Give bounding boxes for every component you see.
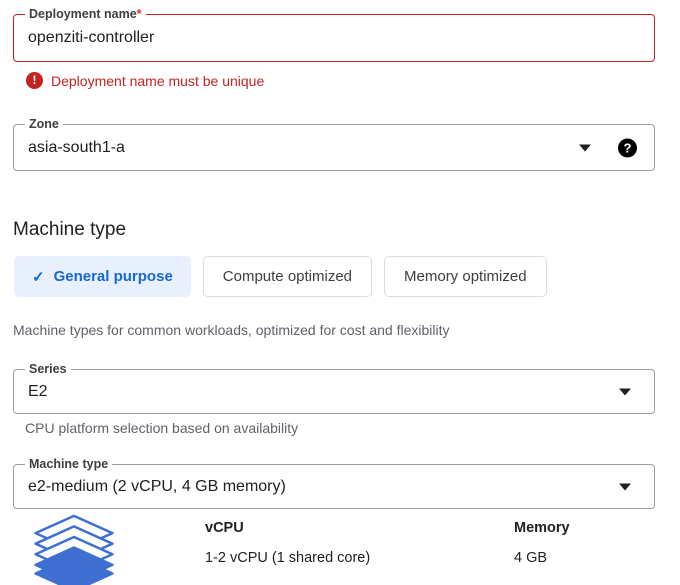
deployment-name-field[interactable]: Deployment name* openziti-controller (13, 7, 655, 62)
chip-memory-optimized[interactable]: Memory optimized (384, 256, 547, 297)
chip-compute-optimized-label: Compute optimized (222, 268, 353, 285)
chip-memory-optimized-label: Memory optimized (404, 268, 527, 285)
zone-field[interactable]: Zone asia-south1-a ? (13, 117, 655, 171)
check-icon: ✓ (32, 268, 45, 286)
stacked-layers-icon (34, 514, 114, 585)
chip-compute-optimized[interactable]: Compute optimized (202, 256, 373, 297)
help-circle-icon[interactable]: ? (618, 138, 637, 157)
zone-label: Zone (25, 117, 63, 132)
machine-family-chip-group: ✓ General purpose Compute optimized Memo… (14, 256, 547, 297)
zone-selected-value: asia-south1-a (28, 138, 125, 156)
series-label: Series (25, 362, 71, 377)
error-exclamation-icon: ! (26, 72, 43, 89)
required-asterisk: * (136, 7, 142, 21)
machine-type-section-heading: Machine type (13, 219, 127, 240)
series-helper-text: CPU platform selection based on availabi… (25, 420, 299, 436)
deployment-name-label-text: Deployment name (29, 7, 137, 21)
spec-header-memory: Memory (514, 520, 570, 536)
chip-general-purpose-label: General purpose (53, 268, 173, 285)
spec-value-memory: 4 GB (514, 550, 548, 566)
machine-type-field[interactable]: Machine type e2-medium (2 vCPU, 4 GB mem… (13, 457, 655, 509)
series-field[interactable]: Series E2 (13, 362, 655, 414)
chevron-down-icon[interactable] (579, 144, 591, 151)
error-message-text: Deployment name must be unique (51, 72, 265, 89)
series-selected-value: E2 (28, 382, 48, 400)
deployment-name-input[interactable]: openziti-controller (28, 29, 155, 46)
machine-type-label: Machine type (25, 457, 113, 472)
spec-header-vcpu: vCPU (205, 520, 244, 536)
machine-family-helper-text: Machine types for common workloads, opti… (13, 322, 450, 338)
deployment-name-error: ! Deployment name must be unique (26, 72, 264, 89)
chevron-down-icon[interactable] (619, 483, 631, 490)
spec-value-vcpu: 1-2 vCPU (1 shared core) (205, 550, 371, 566)
machine-type-selected-value: e2-medium (2 vCPU, 4 GB memory) (28, 477, 286, 495)
chip-general-purpose[interactable]: ✓ General purpose (14, 256, 191, 297)
deployment-name-label: Deployment name* (25, 7, 146, 22)
chevron-down-icon[interactable] (619, 388, 631, 395)
